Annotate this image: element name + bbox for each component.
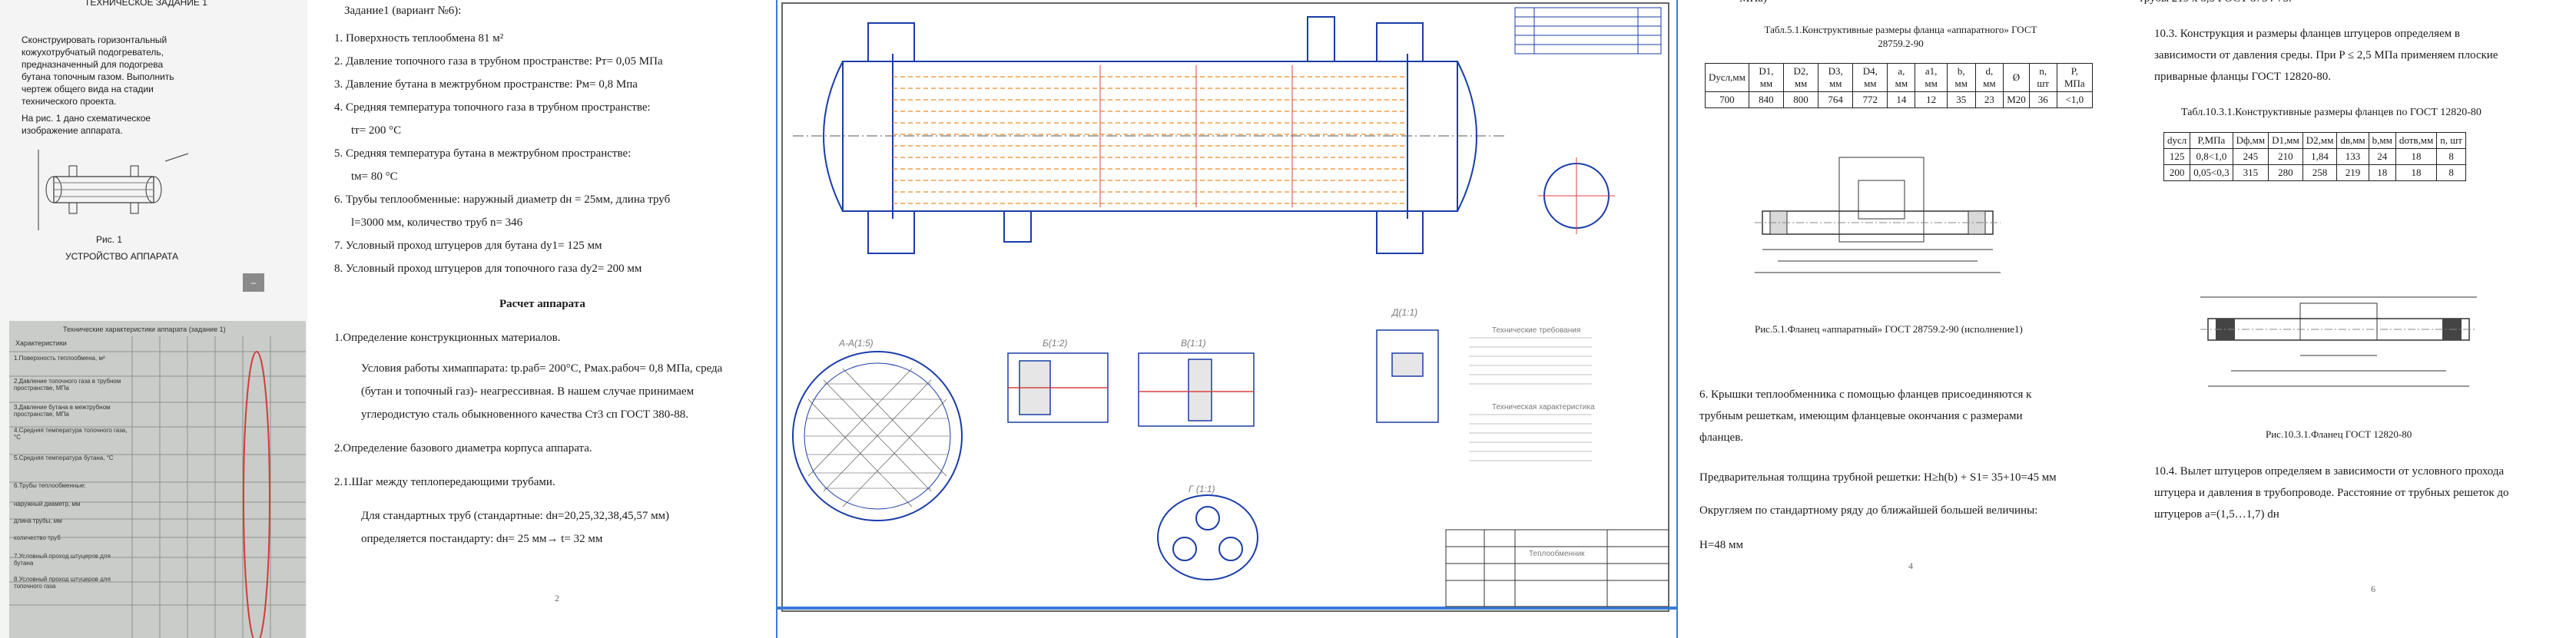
apparatus-sketch [38,150,189,230]
page-1: ТЕХНИЧЕСКОЕ ЗАДАНИЕ 1 Сконструировать го… [0,0,307,638]
tube-sheet-section [792,351,963,521]
tube-bundle [893,76,1407,204]
calc-title: Расчет аппарата [499,298,585,310]
view-v-label: В(1:1) [1181,338,1206,349]
spec-photo: Технические характеристики аппарата (зад… [9,321,306,638]
page-number: 4 [1908,560,1913,571]
page-number: 6 [2371,583,2375,594]
detail-v [1138,352,1255,427]
section-1-text-1: (бутан и топочный газ)- неагрессивная. В… [361,385,695,398]
page-number: 2 [555,593,559,603]
page-1-fig-caption: Рис. 1 [96,234,123,245]
paragraph-10-3: 10.3. Конструкция и размеры фланцев штуц… [2154,28,2498,83]
table-10-3-title: Табл.10.3.1.Конструктивные размеры фланц… [2181,107,2482,118]
rounding-note: Округляем по стандартному ряду до ближай… [1699,504,2038,517]
technical-drawing [777,2,1676,612]
section-2-1-text-1: определяется постандарту: dн= 25 мм→ t= … [361,533,603,545]
nozzles [867,16,1424,254]
page-1-fig-title: УСТРОЙСТВО АППАРАТА [65,251,179,262]
apparatus-flange-drawing [1755,157,2001,273]
spec-table [1514,7,1662,55]
side-button[interactable]: – [243,273,264,292]
notes-title: Технические требования [1492,326,1581,335]
drawing-sheet: А-А(1:5) Б(1:2) В(1:1) Д(1:1) Г (1:1) Те… [777,0,1676,638]
detail-g [1157,494,1258,580]
table-5-1-title: Табл.5.1.Конструктивные размеры фланца «… [1764,24,2037,49]
photo-col: Характеристики [15,339,67,347]
section-2-1-text-0: Для стандартных труб (стандартные: dн=20… [361,510,670,522]
page-1-heading: ТЕХНИЧЕСКОЕ ЗАДАНИЕ 1 [85,0,207,8]
task-items: 1. Поверхность теплообмена 81 м² 2. Давл… [334,32,671,275]
page-5-top: трубы 219 х 8,5 ГОСТ 8734-75. [2139,0,2292,7]
view-d-label: Г (1:1) [1189,484,1215,494]
paragraph-6: 6. Крышки теплообменника с помощью фланц… [1699,388,2032,444]
page-4: МПа) Табл.5.1.Конструктивные размеры фла… [1678,0,2093,638]
paragraph-10-4: 10.4. Вылет штуцеров определяем в зависи… [2154,465,2509,521]
section-2: 2.Определение базового диаметра корпуса … [334,442,592,455]
view-b-label: Б(1:2) [1043,338,1068,349]
page-1-fig-ref: На рис. 1 дано схематическое изображение… [22,113,151,136]
section-2-1: 2.1.Шаг между теплопередающими трубами. [334,476,555,488]
nozzle-flange-drawing [2200,296,2477,387]
stamp-title: Теплообменник [1529,550,1585,558]
detail-d [1376,329,1439,423]
task-title: Задание1 (вариант №6): [344,5,462,17]
detail-b [1007,352,1109,423]
view-g-label: Д(1:1) [1392,307,1418,318]
plate-thickness: Предварительная толщина трубной решетки:… [1699,471,2057,484]
specs-title: Техническая характеристика [1492,403,1595,412]
page-separator [776,0,777,638]
section-1-text-0: Условия работы химаппарата: tр.раб= 200°… [361,362,723,375]
plate-height: H=48 мм [1699,539,1744,551]
section-1: 1.Определение конструкционных материалов… [334,332,561,344]
photo-grid [9,336,306,638]
photo-title: Технические характеристики аппарата (зад… [63,326,226,333]
figure-10-3-caption: Рис.10.3.1.Фланец ГОСТ 12820-80 [2266,428,2412,440]
page-1-intro: Сконструировать горизонтальный кожухотру… [22,35,174,107]
page-5: трубы 219 х 8,5 ГОСТ 8734-75. 10.3. Конс… [2093,0,2576,638]
view-a-label: А-А(1:5) [839,338,874,349]
page-4-top: МПа) [1739,0,1767,7]
figure-5-1-caption: Рис.5.1.Фланец «аппаратный» ГОСТ 28759.2… [1755,323,2023,335]
page-2: Задание1 (вариант №6): 1. Поверхность те… [307,0,776,638]
title-block [1445,529,1669,607]
page-separator [1676,0,1678,638]
section-1-text-2: углеродистую сталь обыкновенного качеств… [361,408,688,421]
